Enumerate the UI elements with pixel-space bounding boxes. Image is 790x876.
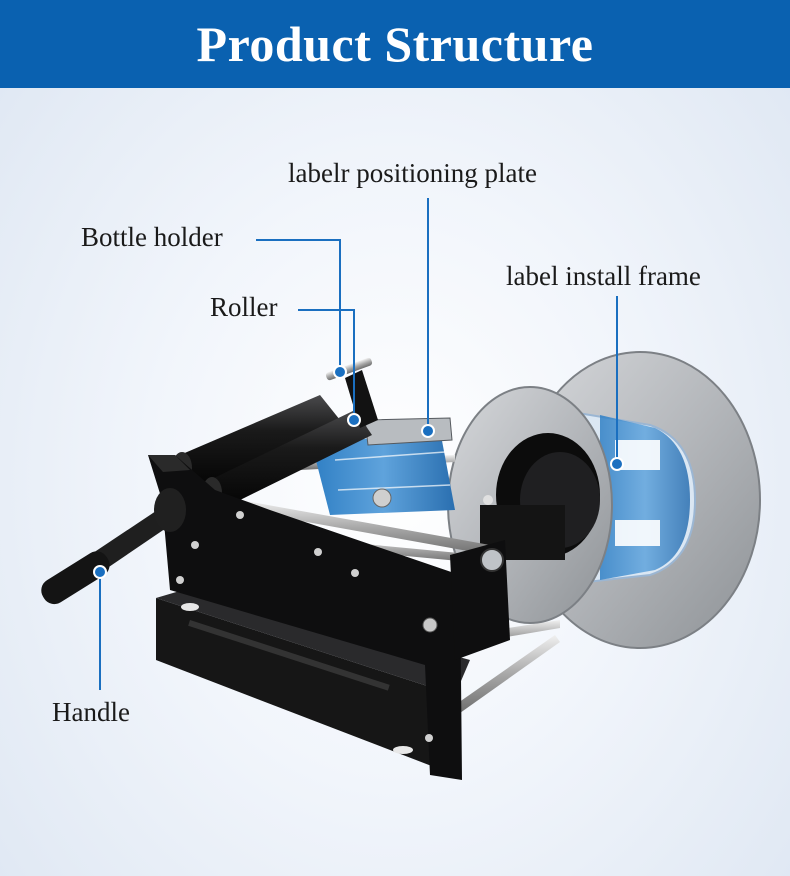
callout-dots (93, 365, 624, 579)
label-roll (559, 408, 697, 587)
side-frame (148, 455, 462, 780)
page-title: Product Structure (196, 16, 594, 72)
dot-roller (347, 413, 361, 427)
callout-line-roller (298, 309, 355, 420)
dot-positioning-plate (421, 424, 435, 438)
dot-bottle-holder (333, 365, 347, 379)
positioning-plate (364, 417, 453, 446)
label-bottle-holder: Bottle holder (81, 222, 223, 252)
label-strip (312, 430, 455, 515)
dot-install-frame (610, 457, 624, 471)
callout-line-bottle-holder (256, 239, 341, 372)
base-plate (156, 585, 470, 775)
header-banner: Product Structure (0, 0, 790, 88)
dot-handle (93, 565, 107, 579)
callout-lines (99, 198, 618, 690)
label-roller: Roller (210, 292, 278, 322)
machine (41, 351, 761, 780)
label-handle: Handle (52, 697, 130, 727)
crank-handle (41, 488, 186, 605)
label-install-frame: label install frame (506, 261, 701, 291)
label-positioning-plate: labelr positioning plate (288, 158, 537, 188)
axle-bracket (450, 540, 510, 660)
